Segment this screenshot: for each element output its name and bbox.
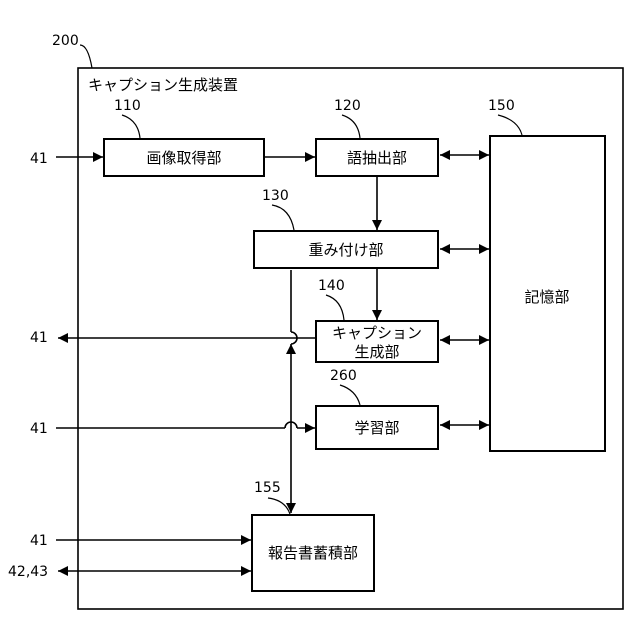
image-acquisition-label: 画像取得部	[146, 149, 221, 167]
word-extraction-ref: 120	[334, 98, 361, 114]
caption-generation-ref: 140	[318, 278, 345, 294]
device-title: キャプション生成装置	[88, 76, 238, 94]
external-ref-report-bidirectional: 42,43	[8, 564, 48, 580]
report-accumulation-ref: 155	[254, 480, 281, 496]
external-ref-input-learning: 41	[30, 421, 48, 437]
report-accumulation-leader	[268, 498, 290, 514]
learning-label: 学習部	[354, 419, 399, 437]
storage-ref: 150	[488, 98, 515, 114]
word-extraction-leader	[342, 115, 360, 138]
device-ref-leader	[80, 45, 92, 68]
weighting-leader	[272, 205, 294, 230]
weighting-label: 重み付け部	[308, 241, 383, 259]
storage-leader	[498, 115, 522, 135]
external-ref-input-report: 41	[30, 533, 48, 549]
report-accumulation-label: 報告書蓄積部	[268, 544, 358, 562]
external-ref-input-image: 41	[30, 151, 48, 167]
image-acquisition-leader	[122, 115, 140, 138]
caption-generation-label-line1: キャプション	[332, 324, 422, 342]
storage-label: 記憶部	[524, 288, 569, 306]
weighting-ref: 130	[262, 188, 289, 204]
learning-leader	[340, 385, 360, 405]
caption-generation-label-line2: 生成部	[354, 343, 399, 361]
word-extraction-label: 語抽出部	[347, 149, 407, 167]
learning-ref: 260	[330, 368, 357, 384]
image-acquisition-ref: 110	[114, 98, 141, 114]
caption-generation-leader	[326, 295, 344, 320]
device-ref-label: 200	[52, 33, 79, 49]
external-ref-output-caption: 41	[30, 330, 48, 346]
